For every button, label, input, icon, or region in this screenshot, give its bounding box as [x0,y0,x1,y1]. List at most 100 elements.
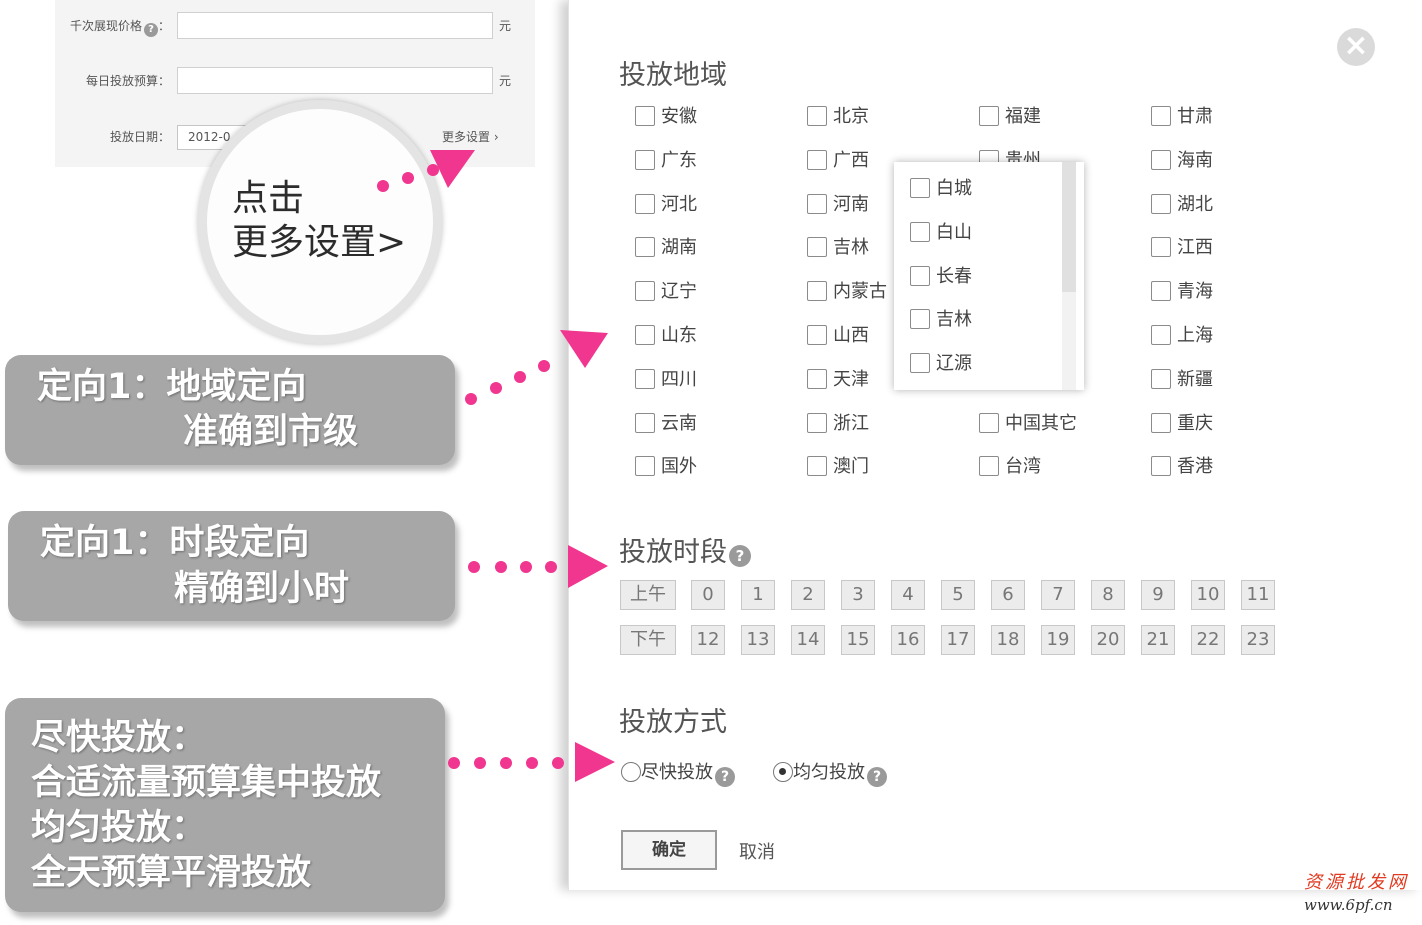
hour-cell[interactable]: 5 [941,580,975,610]
region-checkbox[interactable]: 北京 [807,102,869,130]
checkbox-icon[interactable] [979,106,999,126]
region-checkbox[interactable]: 新疆 [1151,365,1213,393]
hour-cell[interactable]: 23 [1241,625,1275,655]
region-checkbox[interactable]: 山西 [807,321,869,349]
region-checkbox[interactable]: 甘肃 [1151,102,1213,130]
region-checkbox[interactable]: 四川 [635,365,697,393]
hour-cell[interactable]: 4 [891,580,925,610]
cancel-button[interactable]: 取消 [739,842,775,863]
hour-cell[interactable]: 16 [891,625,925,655]
checkbox-icon[interactable] [635,281,655,302]
region-checkbox[interactable]: 国外 [635,452,697,480]
region-checkbox[interactable]: 中国其它 [979,409,1077,437]
region-checkbox[interactable]: 湖北 [1151,190,1213,218]
city-option[interactable]: 长春 [910,262,972,288]
am-label-cell[interactable]: 上午 [620,580,676,610]
cpm-input[interactable] [177,12,493,39]
checkbox-icon[interactable] [910,309,930,330]
region-checkbox[interactable]: 上海 [1151,321,1213,349]
hour-cell[interactable]: 9 [1141,580,1175,610]
region-checkbox[interactable]: 天津 [807,365,869,393]
region-checkbox[interactable]: 澳门 [807,452,869,480]
region-checkbox[interactable]: 福建 [979,102,1041,130]
method-even-radio[interactable]: 均匀投放? [773,758,887,787]
checkbox-icon[interactable] [1151,237,1171,258]
checkbox-icon[interactable] [1151,412,1171,433]
city-option[interactable]: 吉林 [910,305,972,331]
checkbox-icon[interactable] [807,456,827,477]
checkbox-icon[interactable] [1151,106,1171,126]
hour-cell[interactable]: 0 [691,580,725,610]
help-icon[interactable]: ? [715,767,735,787]
checkbox-icon[interactable] [910,221,930,242]
hour-cell[interactable]: 7 [1041,580,1075,610]
hour-cell[interactable]: 15 [841,625,875,655]
checkbox-icon[interactable] [1151,149,1171,170]
checkbox-icon[interactable] [910,265,930,286]
hour-cell[interactable]: 11 [1241,580,1275,610]
checkbox-icon[interactable] [1151,193,1171,214]
checkbox-icon[interactable] [1151,325,1171,345]
region-checkbox[interactable]: 浙江 [807,409,869,437]
checkbox-icon[interactable] [807,193,827,214]
confirm-button[interactable]: 确定 [621,830,717,870]
region-checkbox[interactable]: 云南 [635,409,697,437]
city-option[interactable]: 辽源 [910,349,972,375]
region-checkbox[interactable]: 香港 [1151,452,1213,480]
hour-cell[interactable]: 21 [1141,625,1175,655]
hour-cell[interactable]: 20 [1091,625,1125,655]
pm-label-cell[interactable]: 下午 [620,625,676,655]
hour-cell[interactable]: 3 [841,580,875,610]
checkbox-icon[interactable] [635,149,655,170]
region-checkbox[interactable]: 河南 [807,190,869,218]
hour-cell[interactable]: 22 [1191,625,1225,655]
region-checkbox[interactable]: 广西 [807,146,869,174]
radio-circle-even[interactable] [773,762,793,782]
hour-cell[interactable]: 18 [991,625,1025,655]
hour-cell[interactable]: 13 [741,625,775,655]
checkbox-icon[interactable] [635,193,655,214]
checkbox-icon[interactable] [807,412,827,433]
checkbox-icon[interactable] [807,368,827,389]
region-checkbox[interactable]: 辽宁 [635,277,697,305]
region-checkbox[interactable]: 内蒙古 [807,277,887,305]
radio-circle-fast[interactable] [621,762,641,782]
region-checkbox[interactable]: 山东 [635,321,697,349]
city-option[interactable]: 白山 [910,218,972,244]
hour-cell[interactable]: 14 [791,625,825,655]
region-checkbox[interactable]: 湖南 [635,233,697,261]
hour-cell[interactable]: 12 [691,625,725,655]
checkbox-icon[interactable] [807,106,827,126]
help-icon[interactable]: ? [143,23,158,37]
region-checkbox[interactable]: 吉林 [807,233,869,261]
daily-budget-input[interactable] [177,67,493,94]
dropdown-scroll-thumb[interactable] [1062,162,1076,292]
help-icon[interactable]: ? [729,545,751,567]
checkbox-icon[interactable] [807,149,827,170]
help-icon[interactable]: ? [867,767,887,787]
checkbox-icon[interactable] [635,368,655,389]
region-checkbox[interactable]: 青海 [1151,277,1213,305]
hour-cell[interactable]: 8 [1091,580,1125,610]
hour-cell[interactable]: 19 [1041,625,1075,655]
region-checkbox[interactable]: 江西 [1151,233,1213,261]
checkbox-icon[interactable] [635,412,655,433]
checkbox-icon[interactable] [807,237,827,258]
checkbox-icon[interactable] [635,106,655,126]
region-checkbox[interactable]: 河北 [635,190,697,218]
region-checkbox[interactable]: 台湾 [979,452,1041,480]
checkbox-icon[interactable] [979,412,999,433]
hour-cell[interactable]: 10 [1191,580,1225,610]
checkbox-icon[interactable] [1151,456,1171,477]
checkbox-icon[interactable] [910,178,930,198]
region-checkbox[interactable]: 安徽 [635,102,697,130]
checkbox-icon[interactable] [1151,281,1171,302]
method-fast-radio[interactable]: 尽快投放? [621,758,735,787]
checkbox-icon[interactable] [910,353,930,374]
city-option[interactable]: 白城 [910,174,972,200]
region-checkbox[interactable]: 广东 [635,146,697,174]
more-settings-link[interactable]: 更多设置 › [442,130,499,144]
region-checkbox[interactable]: 重庆 [1151,409,1213,437]
hour-cell[interactable]: 1 [741,580,775,610]
checkbox-icon[interactable] [1151,368,1171,389]
